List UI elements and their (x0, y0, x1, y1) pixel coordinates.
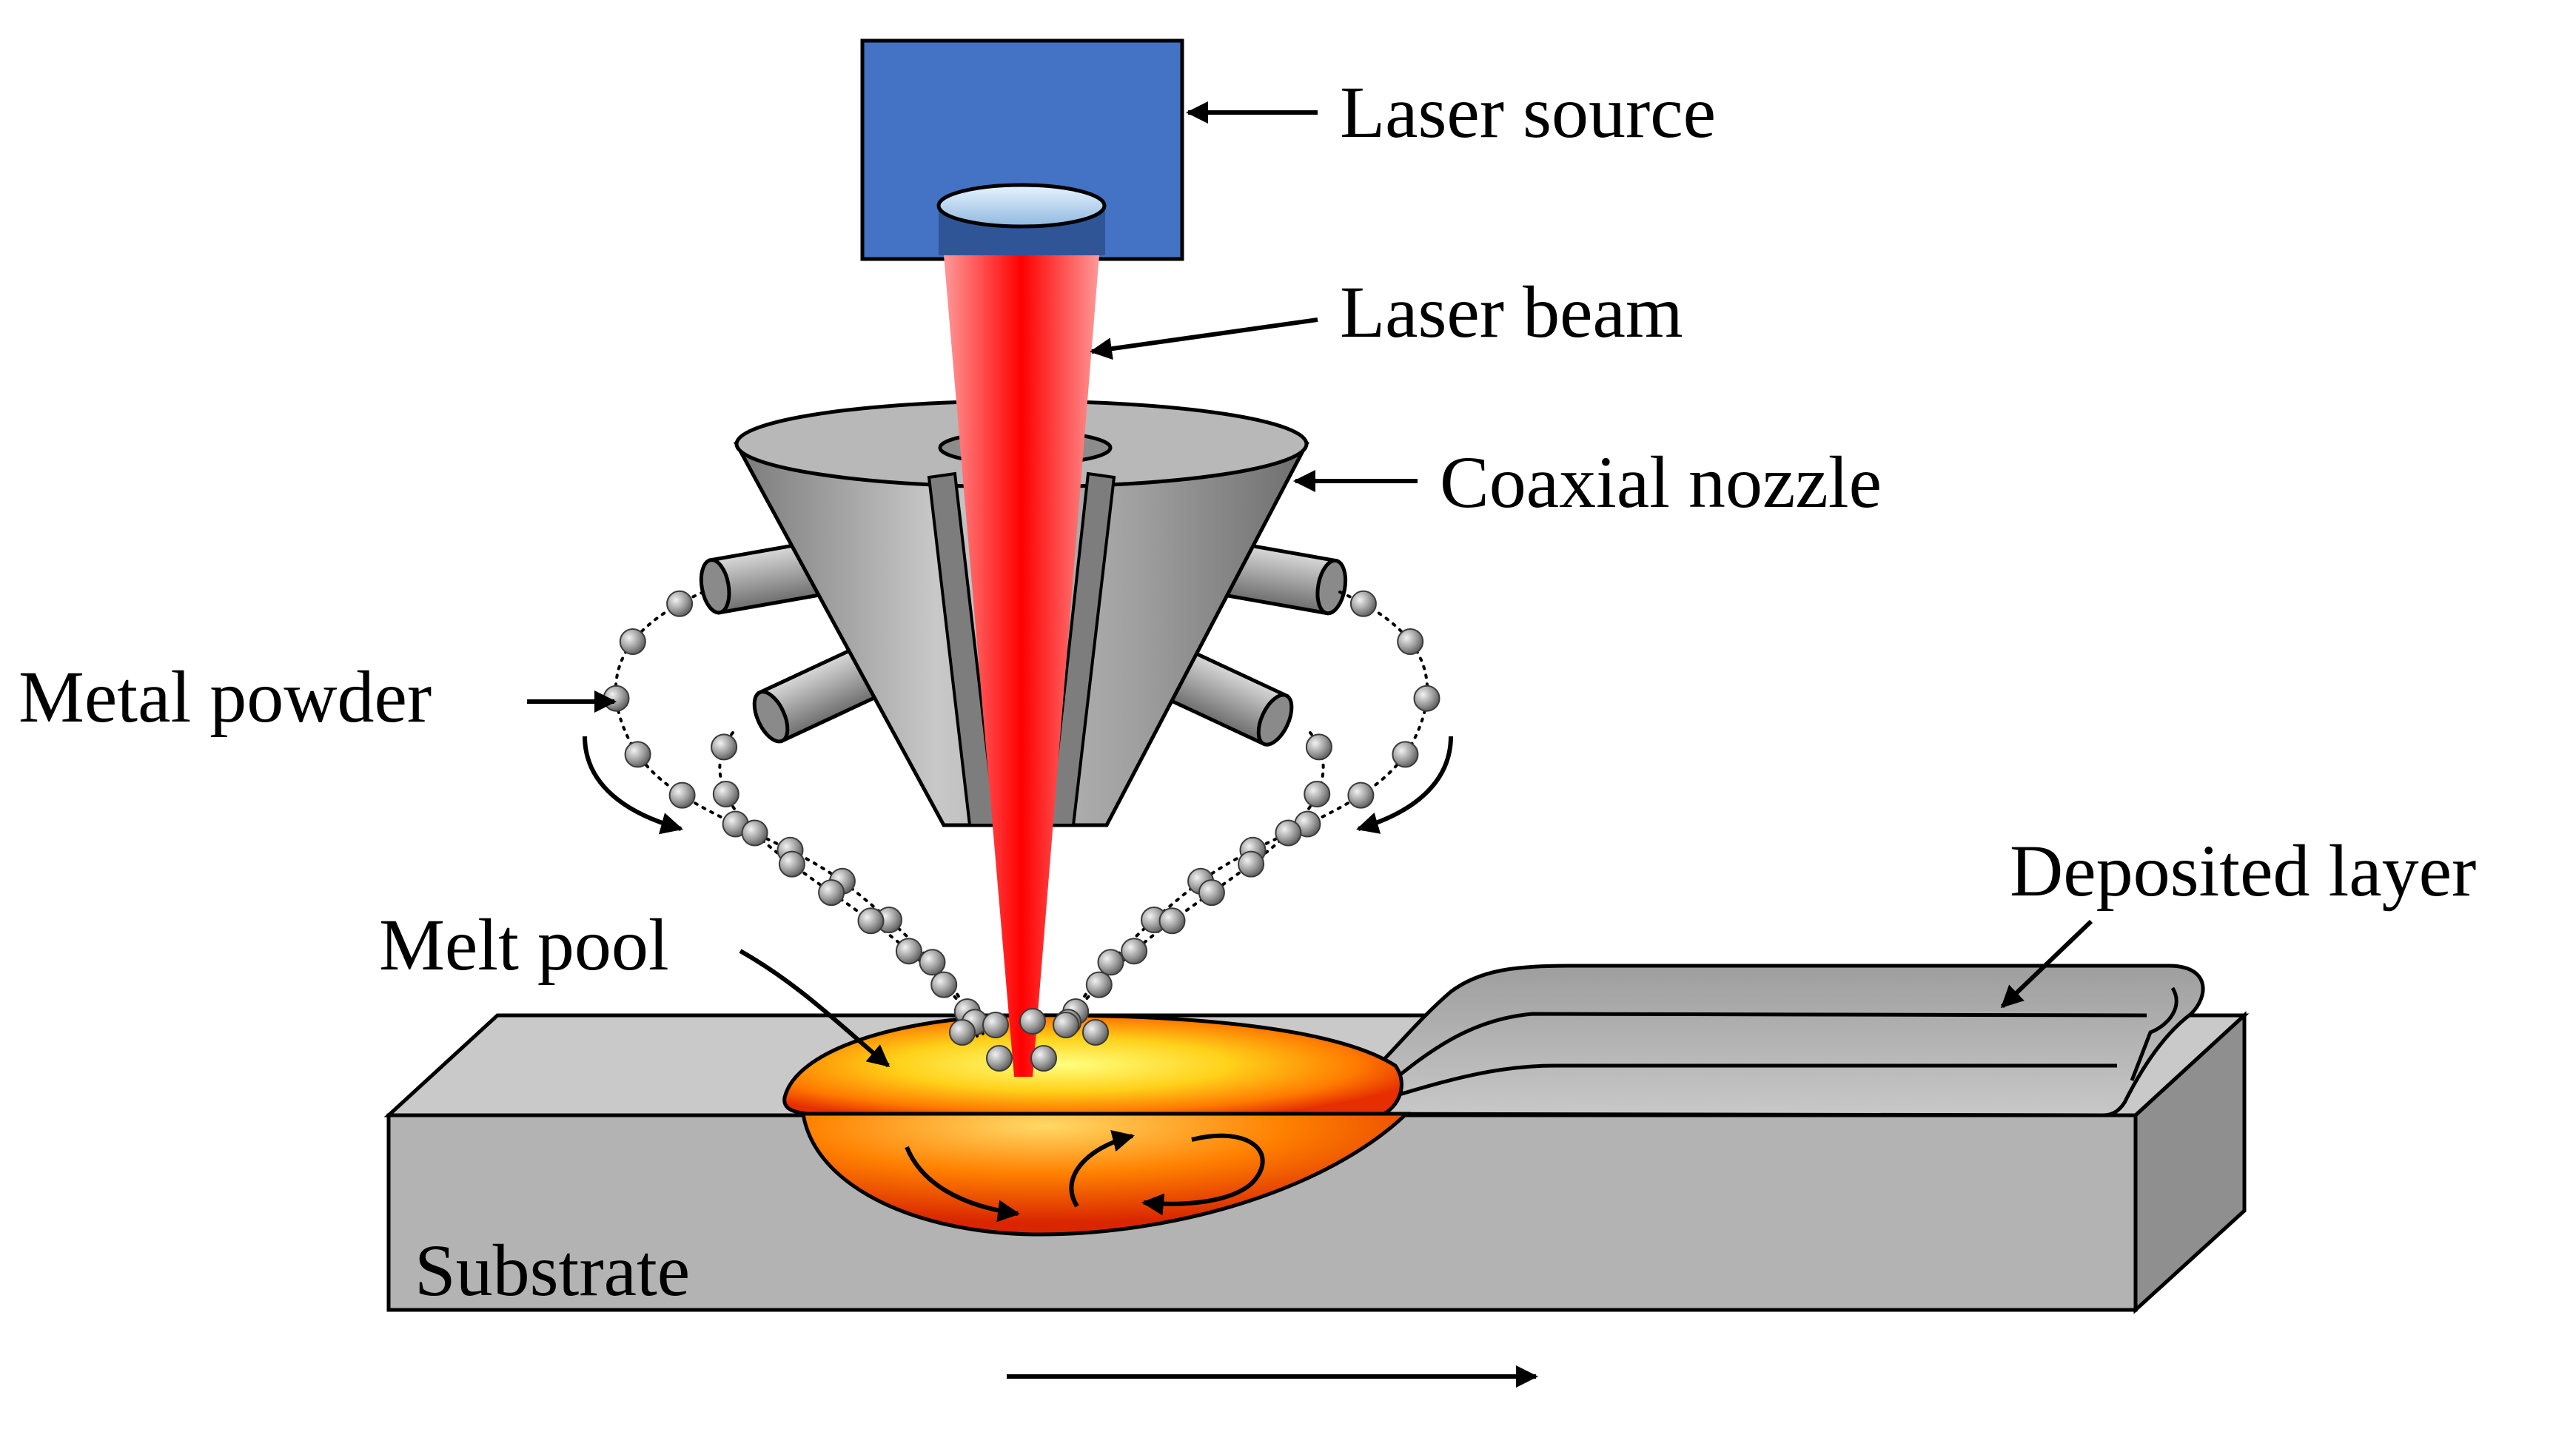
label-metal-powder: Metal powder (19, 656, 432, 738)
powder-particle (818, 879, 845, 907)
powder-particle (1305, 733, 1332, 761)
powder-particle (666, 590, 694, 617)
arrow-powder-flow-left (583, 736, 683, 835)
laser-source-lens (936, 183, 1107, 229)
powder-particle (930, 971, 958, 998)
powder-particle (1397, 628, 1424, 655)
powder-particle (712, 781, 739, 807)
deposited-layer-ridge-3 (2130, 986, 2178, 1081)
powder-particle (982, 1012, 1009, 1038)
pipe-left-lower (752, 646, 879, 744)
powder-particle (949, 1019, 976, 1046)
powder-particle (1304, 781, 1331, 807)
powder-particle (711, 733, 738, 761)
powder-particle (1121, 938, 1148, 965)
label-coaxial-nozzle: Coaxial nozzle (1440, 441, 1882, 523)
powder-particle (1030, 1045, 1057, 1072)
powder-particle (603, 685, 630, 712)
deposited-layer (1312, 964, 2205, 1117)
powder-particle (1238, 850, 1265, 878)
powder-particle (1019, 1008, 1046, 1035)
powder-particle (1347, 781, 1375, 809)
powder-particle (895, 938, 922, 965)
label-substrate: Substrate (415, 1229, 690, 1311)
powder-particle (619, 628, 646, 655)
powder-particle (919, 949, 946, 976)
melt-pool-flow-arrow-right (1141, 1133, 1265, 1216)
melt-pool (782, 1013, 1412, 1237)
laser-beam (944, 255, 1099, 1077)
powder-particle (778, 850, 805, 878)
powder-particle (1085, 971, 1113, 998)
powder-particle (668, 781, 696, 809)
melt-pool-flow-arrow-center (1069, 1130, 1135, 1208)
label-laser-source: Laser source (1340, 71, 1716, 153)
powder-particle (624, 741, 651, 768)
powder-particle (741, 819, 768, 847)
powder-particle (1413, 685, 1440, 712)
laser-source (860, 38, 1184, 261)
powder-particle (1275, 819, 1302, 847)
powder-particle (1392, 741, 1419, 768)
powder-particle (1158, 907, 1186, 935)
powder-particle (1053, 1012, 1079, 1038)
pipe-left-upper (699, 539, 825, 615)
powder-particle (857, 907, 885, 935)
melt-pool-top (782, 1013, 1403, 1116)
arrow-deposited-layer (2000, 919, 2093, 1009)
powder-particle (1349, 590, 1377, 617)
melt-pool-flow-arrow-left (905, 1146, 1020, 1223)
arrow-laser-beam (1090, 317, 1318, 360)
deposited-layer-body (1312, 964, 2205, 1117)
coaxial-nozzle (733, 399, 1310, 827)
powder-particle (1198, 879, 1225, 907)
label-laser-beam: Laser beam (1340, 271, 1683, 353)
powder-particle (986, 1045, 1013, 1072)
arrow-powder-flow-right (1356, 736, 1453, 834)
label-melt-pool: Melt pool (379, 904, 669, 986)
pipe-right-lower (1167, 649, 1294, 747)
leader-arrows (527, 101, 2093, 1388)
powder-particle (1097, 949, 1124, 976)
label-deposited-layer: Deposited layer (2010, 830, 2476, 912)
nozzle-pipes (699, 539, 1348, 747)
labels: Laser source Laser beam Coaxial nozzle M… (19, 71, 2476, 1311)
arrow-melt-pool (739, 949, 890, 1068)
powder-particle (1082, 1019, 1109, 1046)
